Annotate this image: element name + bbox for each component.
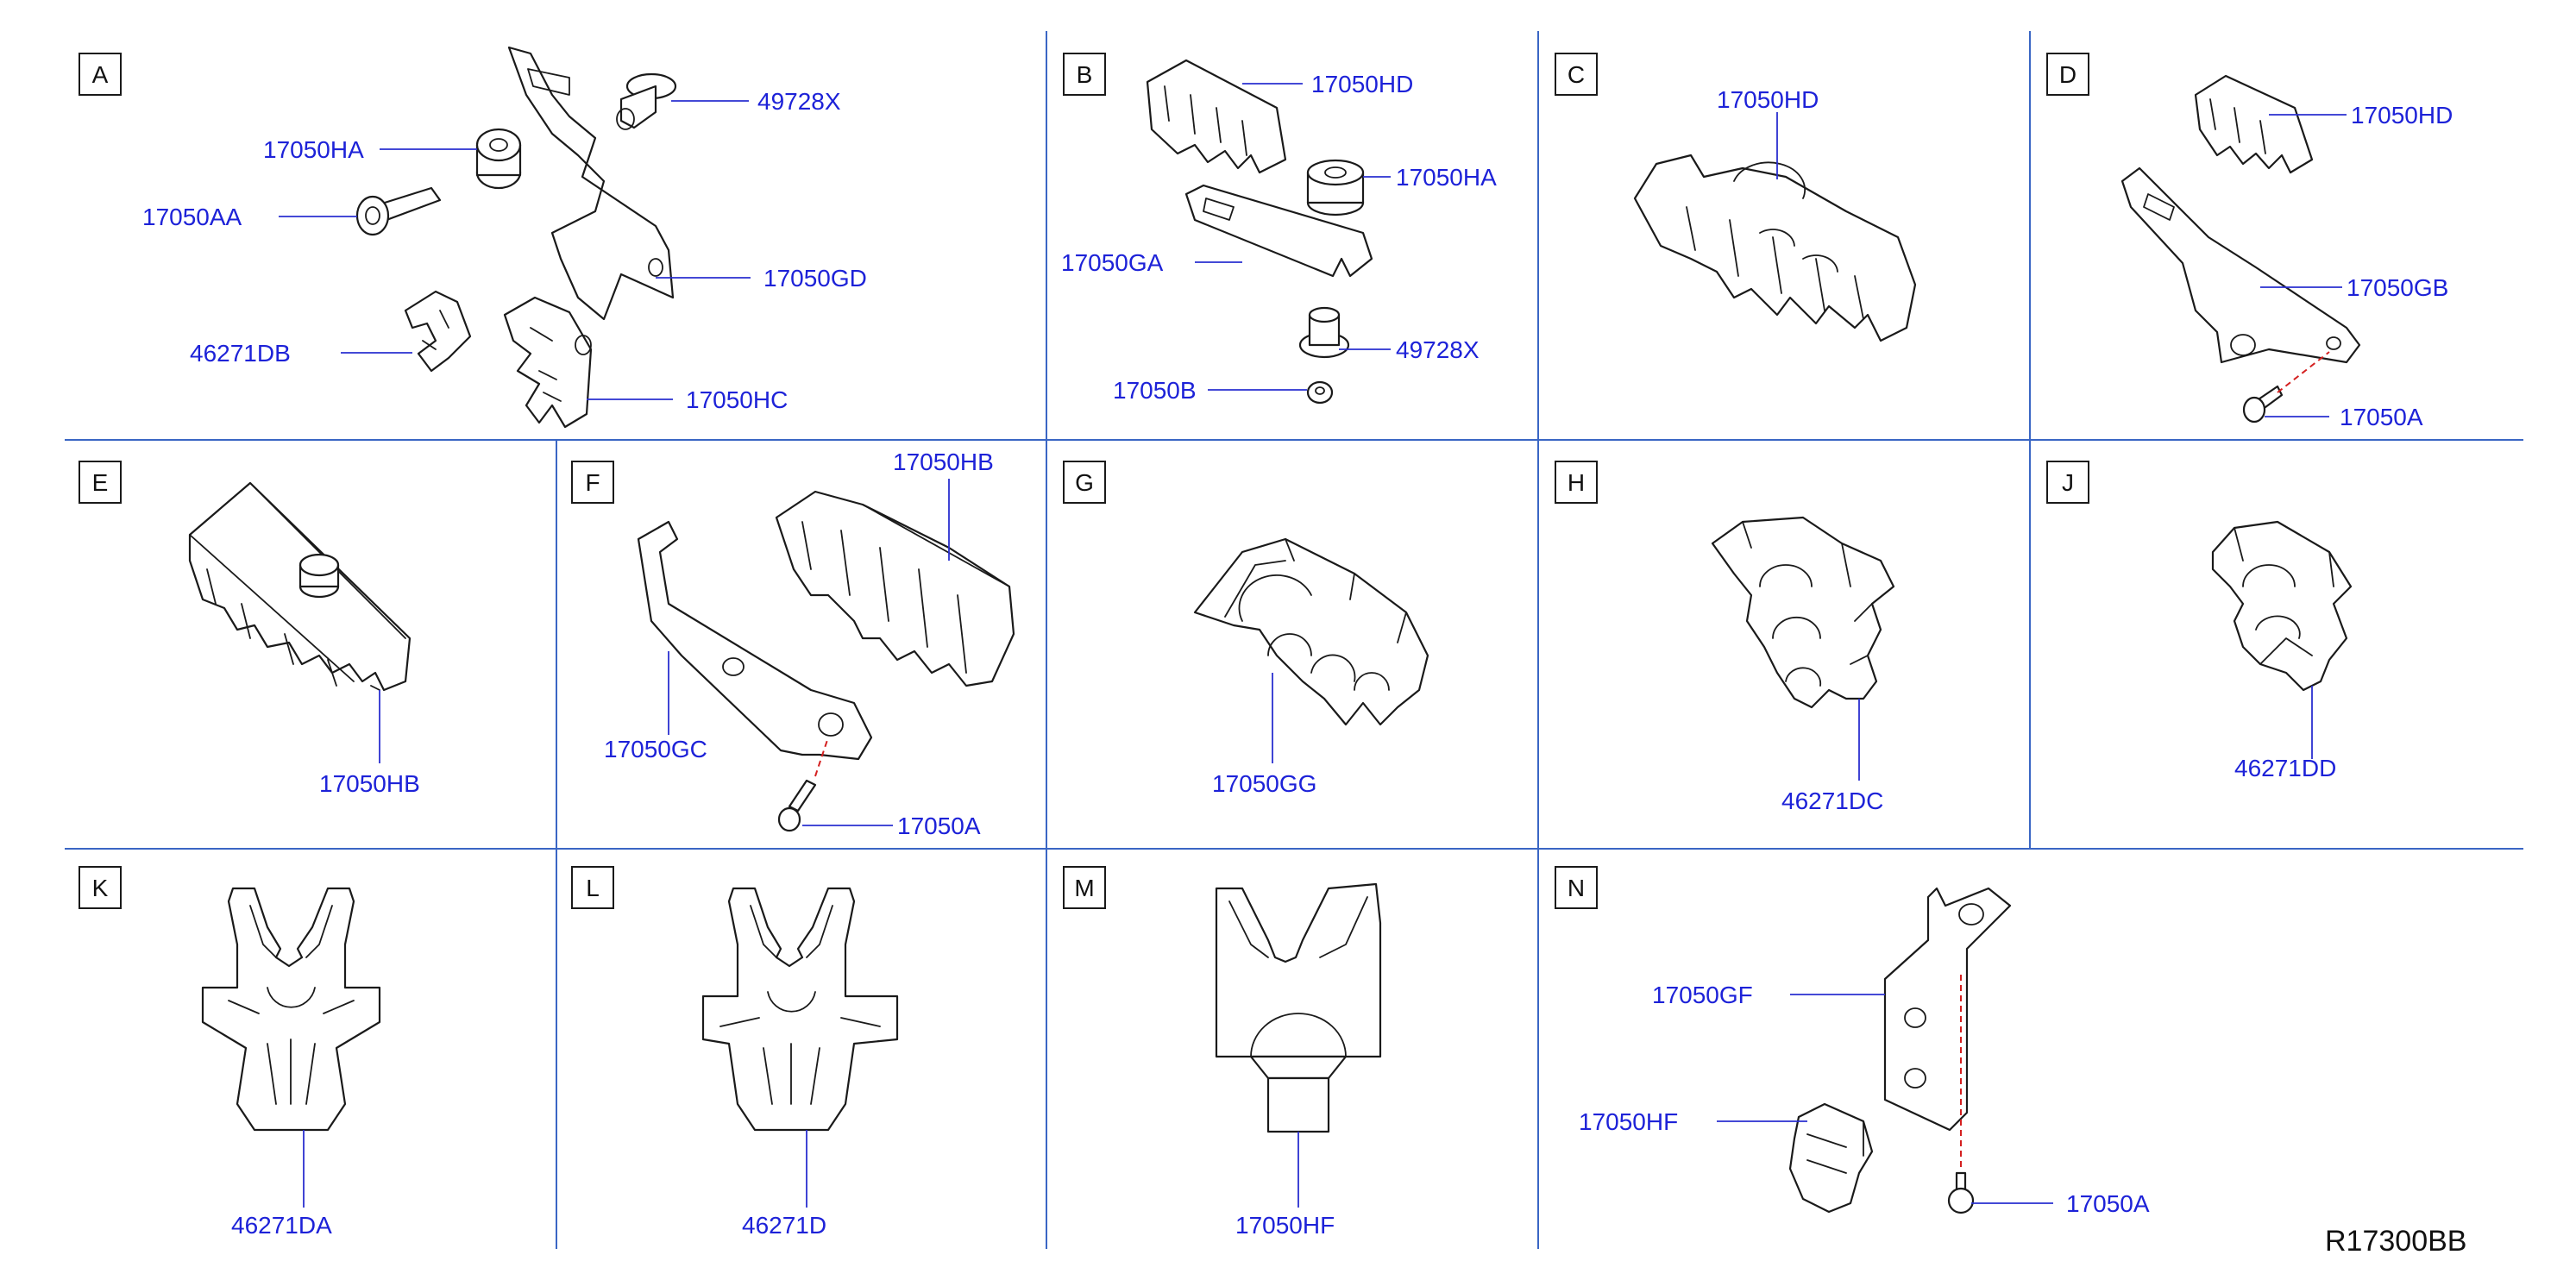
- clip-17050gg: [1193, 537, 1429, 726]
- panel-letter-a: A: [79, 53, 122, 96]
- svg-text:H: H: [1568, 469, 1585, 496]
- nut-17050b: [1306, 380, 1334, 405]
- clip-17050hd: [2194, 74, 2314, 174]
- bolt-17050a: [777, 779, 817, 832]
- grommet-17050ha: [1306, 159, 1365, 216]
- panel-j: 46271DD: [2211, 520, 2353, 781]
- label-46271db: 46271DB: [190, 340, 291, 367]
- svg-text:L: L: [586, 875, 600, 901]
- label-17050gd: 17050GD: [763, 265, 867, 292]
- clip-17050hf: [1215, 882, 1382, 1133]
- clip-49728x: [1298, 306, 1350, 359]
- panel-letter-m: M: [1063, 866, 1106, 909]
- label-46271da: 46271DA: [231, 1212, 332, 1239]
- panel-letter-g: G: [1063, 461, 1106, 504]
- label-17050hb: 17050HB: [893, 449, 994, 475]
- clip-17050hc: [503, 296, 593, 429]
- label-17050hf: 17050HF: [1579, 1108, 1678, 1135]
- label-17050a: 17050A: [2340, 404, 2423, 430]
- clip-46271da: [201, 887, 381, 1132]
- svg-text:K: K: [92, 875, 109, 901]
- panel-d: 17050HD 17050GB 17050A: [2120, 74, 2453, 430]
- panel-h: 46271DC: [1711, 516, 1895, 814]
- bolt-17050aa: [355, 186, 442, 236]
- label-17050gb: 17050GB: [2347, 274, 2448, 301]
- label-17050gg: 17050GG: [1212, 770, 1316, 797]
- diagram-reference-code: R17300BB: [2325, 1225, 2466, 1258]
- panel-letter-b: B: [1063, 53, 1106, 96]
- bolt-17050a: [2242, 385, 2284, 424]
- label-17050hd: 17050HD: [1311, 71, 1413, 97]
- label-17050hd: 17050HD: [1717, 86, 1819, 113]
- clip-17050hf: [1788, 1102, 1874, 1214]
- svg-text:B: B: [1077, 61, 1093, 88]
- panel-letter-l: L: [571, 866, 614, 909]
- panel-f: 17050HB 17050GC 17050A: [604, 449, 1015, 839]
- label-17050aa: 17050AA: [142, 204, 242, 230]
- panel-k: 46271DA: [201, 887, 381, 1239]
- panel-letter-k: K: [79, 866, 122, 909]
- grommet-17050ha: [475, 128, 522, 190]
- panel-a: 49728X 17050HA 17050AA 17050GD 46271DB 1…: [142, 46, 867, 429]
- label-17050hd: 17050HD: [2351, 102, 2453, 129]
- bracket-17050ga: [1184, 184, 1373, 278]
- clip-17050hb-pin: [298, 553, 340, 599]
- label-17050hb: 17050HB: [319, 770, 420, 797]
- label-17050ga: 17050GA: [1061, 249, 1164, 276]
- bracket-17050gd: [507, 46, 675, 321]
- clip-46271dd: [2211, 520, 2353, 692]
- bracket-17050gf: [1883, 887, 2012, 1132]
- panel-letter-n: N: [1555, 866, 1598, 909]
- clip-49728x: [616, 72, 677, 130]
- panel-c: 17050HD: [1633, 86, 1917, 342]
- svg-text:N: N: [1568, 875, 1585, 901]
- panel-g: 17050GG: [1193, 537, 1429, 797]
- label-17050ha: 17050HA: [263, 136, 364, 163]
- panel-grid: [65, 31, 2523, 1249]
- svg-text:A: A: [92, 61, 109, 88]
- panel-letter-h: H: [1555, 461, 1598, 504]
- label-46271dc: 46271DC: [1781, 787, 1883, 814]
- clip-46271dc: [1711, 516, 1895, 709]
- label-17050hf: 17050HF: [1235, 1212, 1335, 1239]
- panel-letter-f: F: [571, 461, 614, 504]
- panel-e: 17050HB: [188, 481, 420, 797]
- label-49728x: 49728X: [757, 88, 841, 115]
- svg-text:D: D: [2059, 61, 2077, 88]
- label-17050gf: 17050GF: [1652, 982, 1753, 1008]
- label-17050a: 17050A: [2066, 1190, 2150, 1217]
- clip-17050hd: [1146, 59, 1287, 174]
- label-49728x: 49728X: [1396, 336, 1480, 363]
- panel-b: 17050HD 17050HA 17050GA 49728X 17050B: [1061, 59, 1497, 405]
- panel-letter-d: D: [2046, 53, 2089, 96]
- clip-46271db: [404, 290, 472, 373]
- label-17050a: 17050A: [897, 813, 981, 839]
- panel-letter-c: C: [1555, 53, 1598, 96]
- panel-letter-e: E: [79, 461, 122, 504]
- label-46271d: 46271D: [742, 1212, 826, 1239]
- clip-17050hd: [1633, 154, 1917, 342]
- clip-46271d: [701, 887, 899, 1132]
- panel-l: 46271D: [701, 887, 899, 1239]
- panel-n: 17050GF 17050HF 17050A: [1579, 887, 2150, 1217]
- label-17050b: 17050B: [1113, 377, 1197, 404]
- svg-text:F: F: [585, 469, 600, 496]
- svg-text:J: J: [2062, 469, 2074, 496]
- panel-m: 17050HF: [1215, 882, 1382, 1239]
- bracket-17050gc: [637, 520, 873, 761]
- clip-17050hb: [775, 490, 1015, 687]
- svg-text:C: C: [1568, 61, 1585, 88]
- svg-text:M: M: [1074, 875, 1094, 901]
- label-17050ha: 17050HA: [1396, 164, 1497, 191]
- svg-text:G: G: [1075, 469, 1094, 496]
- label-17050hc: 17050HC: [686, 386, 788, 413]
- label-17050gc: 17050GC: [604, 736, 707, 762]
- clip-17050hb: [188, 481, 412, 692]
- svg-text:E: E: [92, 469, 109, 496]
- bolt-17050a: [1947, 1171, 1975, 1214]
- bracket-17050gb: [2120, 166, 2361, 364]
- label-46271dd: 46271DD: [2234, 755, 2336, 781]
- panel-letter-j: J: [2046, 461, 2089, 504]
